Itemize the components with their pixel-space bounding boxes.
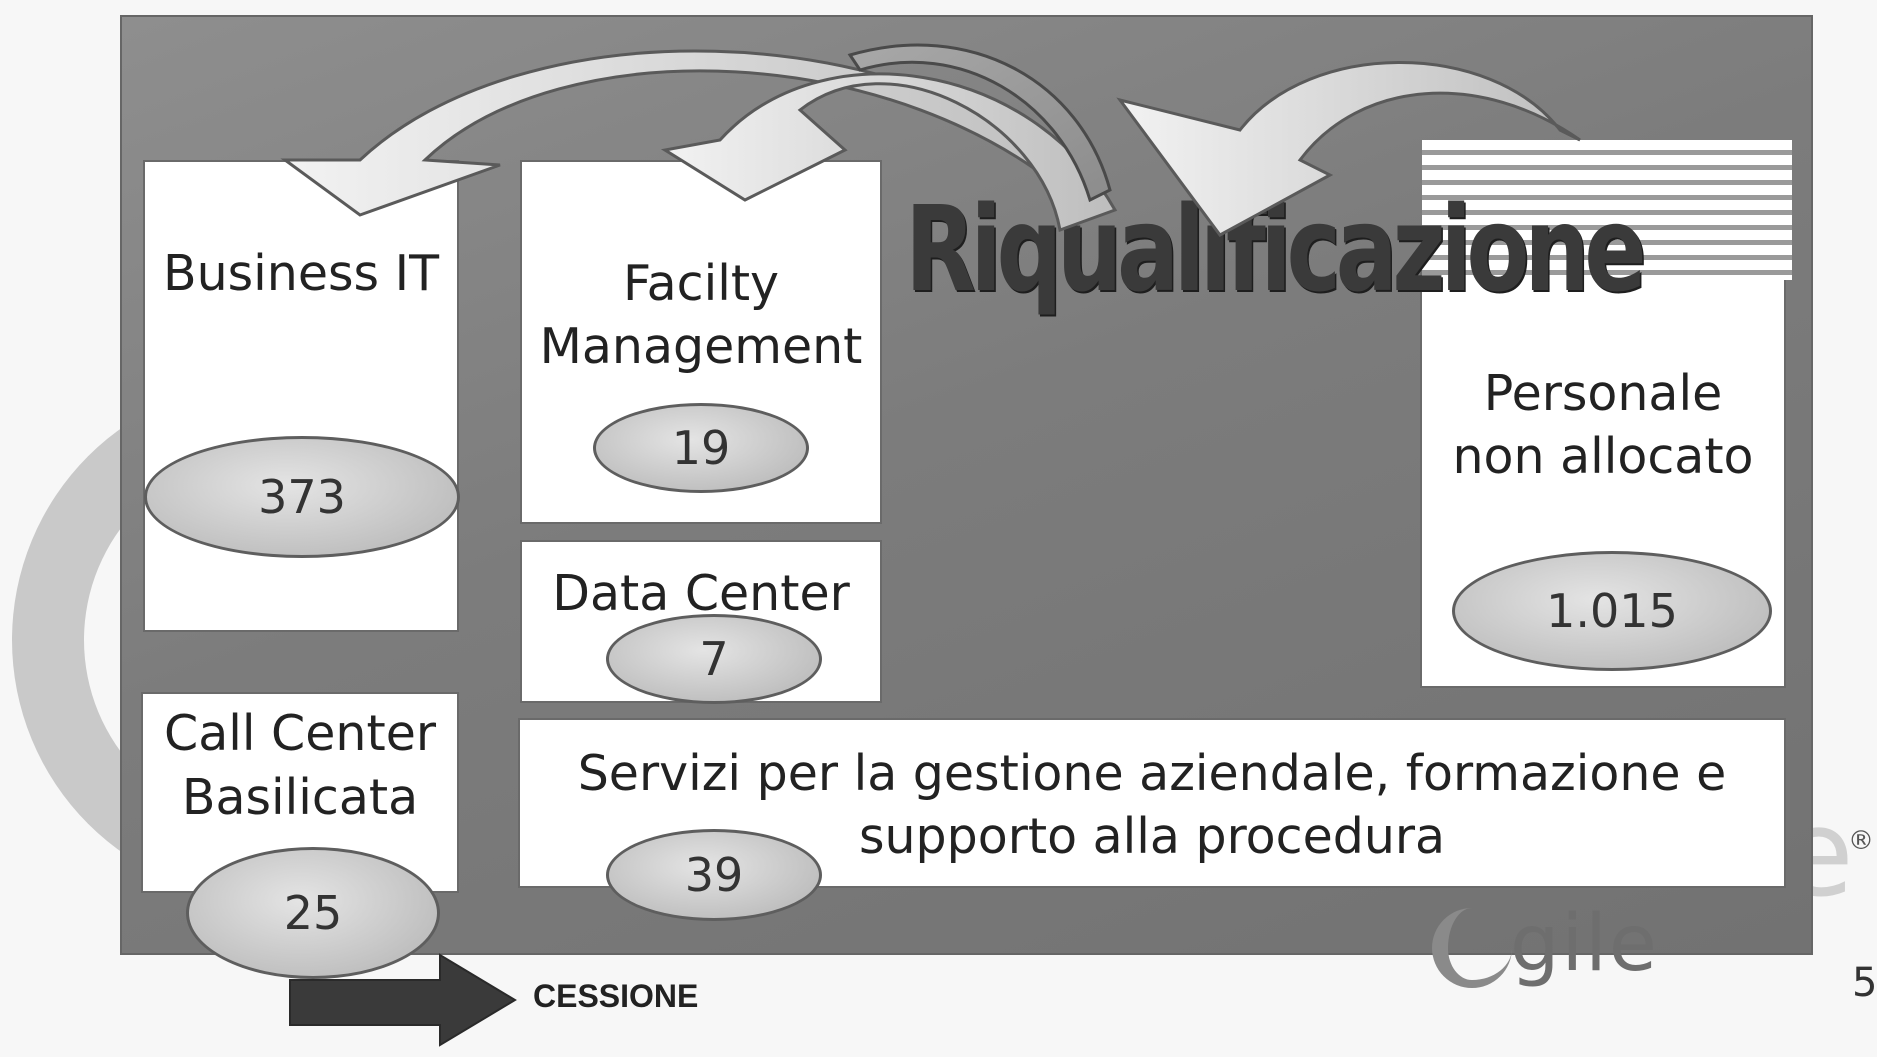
count-business-it: 373 bbox=[144, 436, 460, 558]
box-servizi-title-line1: Servizi per la gestione aziendale, forma… bbox=[577, 745, 1727, 802]
agile-logo: gile bbox=[1510, 899, 1659, 989]
box-data-center-title: Data Center bbox=[552, 565, 850, 622]
arrow-into-riqualificazione bbox=[847, 43, 1112, 203]
box-personale-title-line2: non allocato bbox=[1452, 428, 1754, 485]
cessione-label: CESSIONE bbox=[533, 978, 699, 1014]
riqualificazione-label: Riqualificazione bbox=[905, 180, 1647, 318]
box-business-it-title: Business IT bbox=[162, 245, 440, 302]
box-call-center-title-line1: Call Center bbox=[164, 705, 436, 762]
arrow-to-facility-management bbox=[660, 72, 1118, 233]
arrow-from-personale bbox=[1116, 61, 1581, 237]
striped-block bbox=[1422, 140, 1792, 280]
box-servizi-title-line2: supporto alla procedura bbox=[858, 808, 1446, 865]
box-facility-title-line2: Management bbox=[539, 318, 863, 375]
box-facility-title-line1: Facilty bbox=[622, 255, 780, 312]
box-personale-title-line1: Personale bbox=[1483, 365, 1723, 422]
count-data-center: 7 bbox=[606, 614, 822, 704]
count-personale: 1.015 bbox=[1452, 551, 1772, 671]
box-call-center-title-line2: Basilicata bbox=[181, 769, 419, 826]
box-servizi-gestione: Servizi per la gestione aziendale, forma… bbox=[518, 718, 1786, 888]
registered-mark: ® bbox=[1848, 826, 1874, 856]
agile-logo-swoosh bbox=[1432, 908, 1512, 988]
count-call-center: 25 bbox=[186, 847, 440, 979]
page-number: 5 bbox=[1852, 960, 1877, 1006]
count-facility-management: 19 bbox=[593, 403, 809, 493]
count-servizi: 39 bbox=[606, 829, 822, 921]
cessione-arrow bbox=[289, 953, 517, 1047]
